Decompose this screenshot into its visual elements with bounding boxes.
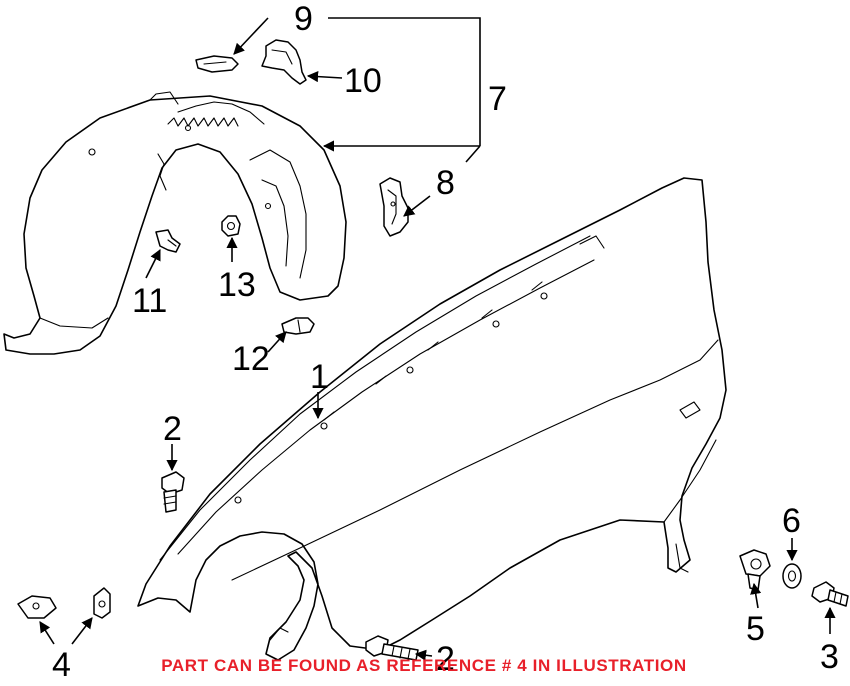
part-13-nut xyxy=(221,215,241,237)
callout-1: 1 xyxy=(310,358,329,396)
callout-3: 3 xyxy=(820,638,839,676)
fender-liner xyxy=(3,91,347,355)
callout-9: 9 xyxy=(294,0,313,38)
part-9-clip xyxy=(195,55,239,73)
callout-4: 4 xyxy=(52,646,71,681)
part-11-retainer xyxy=(155,229,181,253)
callout-11: 11 xyxy=(132,282,167,320)
part-10-bracket xyxy=(261,39,307,85)
callout-2-upper: 2 xyxy=(163,410,182,448)
part-8-bracket xyxy=(379,177,409,237)
part-4-clip-left xyxy=(17,595,57,619)
part-2-bolt-upper xyxy=(161,471,185,513)
callout-2-lower: 2 xyxy=(436,640,455,678)
callout-7: 7 xyxy=(488,80,507,118)
callout-13: 13 xyxy=(218,266,256,304)
fender-panel xyxy=(137,177,727,661)
callout-10: 10 xyxy=(344,62,382,100)
part-6-washer xyxy=(782,563,802,589)
callout-6: 6 xyxy=(782,502,801,540)
callout-12: 12 xyxy=(232,340,270,378)
part-2-bolt-lower xyxy=(365,635,419,661)
part-4-clip-right xyxy=(93,587,111,619)
part-12-clip xyxy=(281,317,315,335)
part-5-bolt xyxy=(739,549,771,591)
leader-lines xyxy=(39,17,836,661)
part-3-bolt xyxy=(811,581,849,607)
reference-note: PART CAN BE FOUND AS REFERENCE # 4 IN IL… xyxy=(161,656,687,675)
callout-5: 5 xyxy=(746,610,765,648)
callout-8: 8 xyxy=(436,164,455,202)
